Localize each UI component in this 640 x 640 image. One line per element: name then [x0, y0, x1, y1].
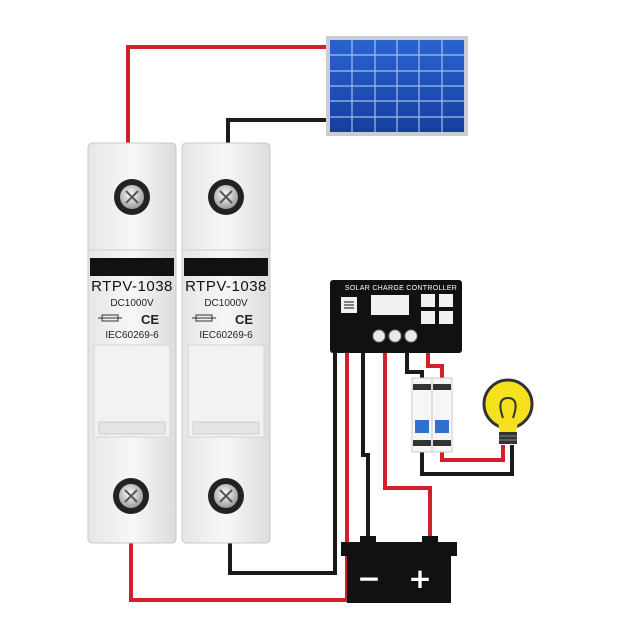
charge-controller: SOLAR CHARGE CONTROLLER	[330, 280, 462, 353]
battery-negative-terminal	[360, 536, 376, 544]
fuse2-out-wire	[228, 350, 337, 575]
battery-negative-wire	[361, 350, 370, 540]
circuit-breaker-left	[411, 377, 433, 453]
battery-plus-sign: +	[408, 562, 431, 595]
fuse2-black-band	[184, 258, 268, 276]
fuse1-model-label: RTPV-1038	[91, 278, 173, 295]
controller-button-3[interactable]	[404, 329, 418, 343]
load-negative-wire-top	[405, 350, 424, 380]
fuse-symbol-icon	[98, 314, 122, 322]
wires	[126, 45, 514, 602]
controller-indicator-grid	[421, 294, 453, 324]
fuse1-ce-mark: CE	[141, 312, 159, 327]
controller-display	[371, 295, 409, 315]
fuse-symbol-icon	[192, 314, 216, 322]
load-positive-wire-top	[426, 350, 444, 380]
fuse2-model-label: RTPV-1038	[185, 278, 267, 295]
circuit-breaker-right	[431, 377, 453, 453]
battery: − +	[341, 536, 457, 603]
controller-button-1[interactable]	[372, 329, 386, 343]
fuse-holder-2: RTPV-1038 DC1000V CE IEC60269-6	[181, 142, 271, 544]
controller-button-2[interactable]	[388, 329, 402, 343]
battery-positive-terminal	[422, 536, 438, 544]
light-bulb-icon	[482, 378, 534, 444]
fuse2-standard-label: IEC60269-6	[199, 330, 253, 341]
bulb-positive-wire	[440, 445, 505, 462]
panel-negative-wire	[226, 118, 330, 150]
fuse2-ce-mark: CE	[235, 312, 253, 327]
controller-menu-icon	[341, 297, 357, 313]
battery-positive-wire	[383, 350, 432, 540]
fuse2-voltage-label: DC1000V	[204, 298, 248, 309]
fuse1-out-wire	[129, 350, 349, 602]
bulb-negative-wire	[420, 445, 514, 476]
fuse1-voltage-label: DC1000V	[110, 298, 154, 309]
fuse-holder-1: RTPV-1038 DC1000V CE IEC60269-6	[87, 142, 177, 544]
fuse1-standard-label: IEC60269-6	[105, 330, 159, 341]
panel-positive-wire	[126, 45, 330, 150]
solar-panel	[326, 36, 468, 136]
controller-title: SOLAR CHARGE CONTROLLER	[345, 285, 457, 292]
battery-minus-sign: −	[357, 562, 380, 595]
fuse1-black-band	[90, 258, 174, 276]
